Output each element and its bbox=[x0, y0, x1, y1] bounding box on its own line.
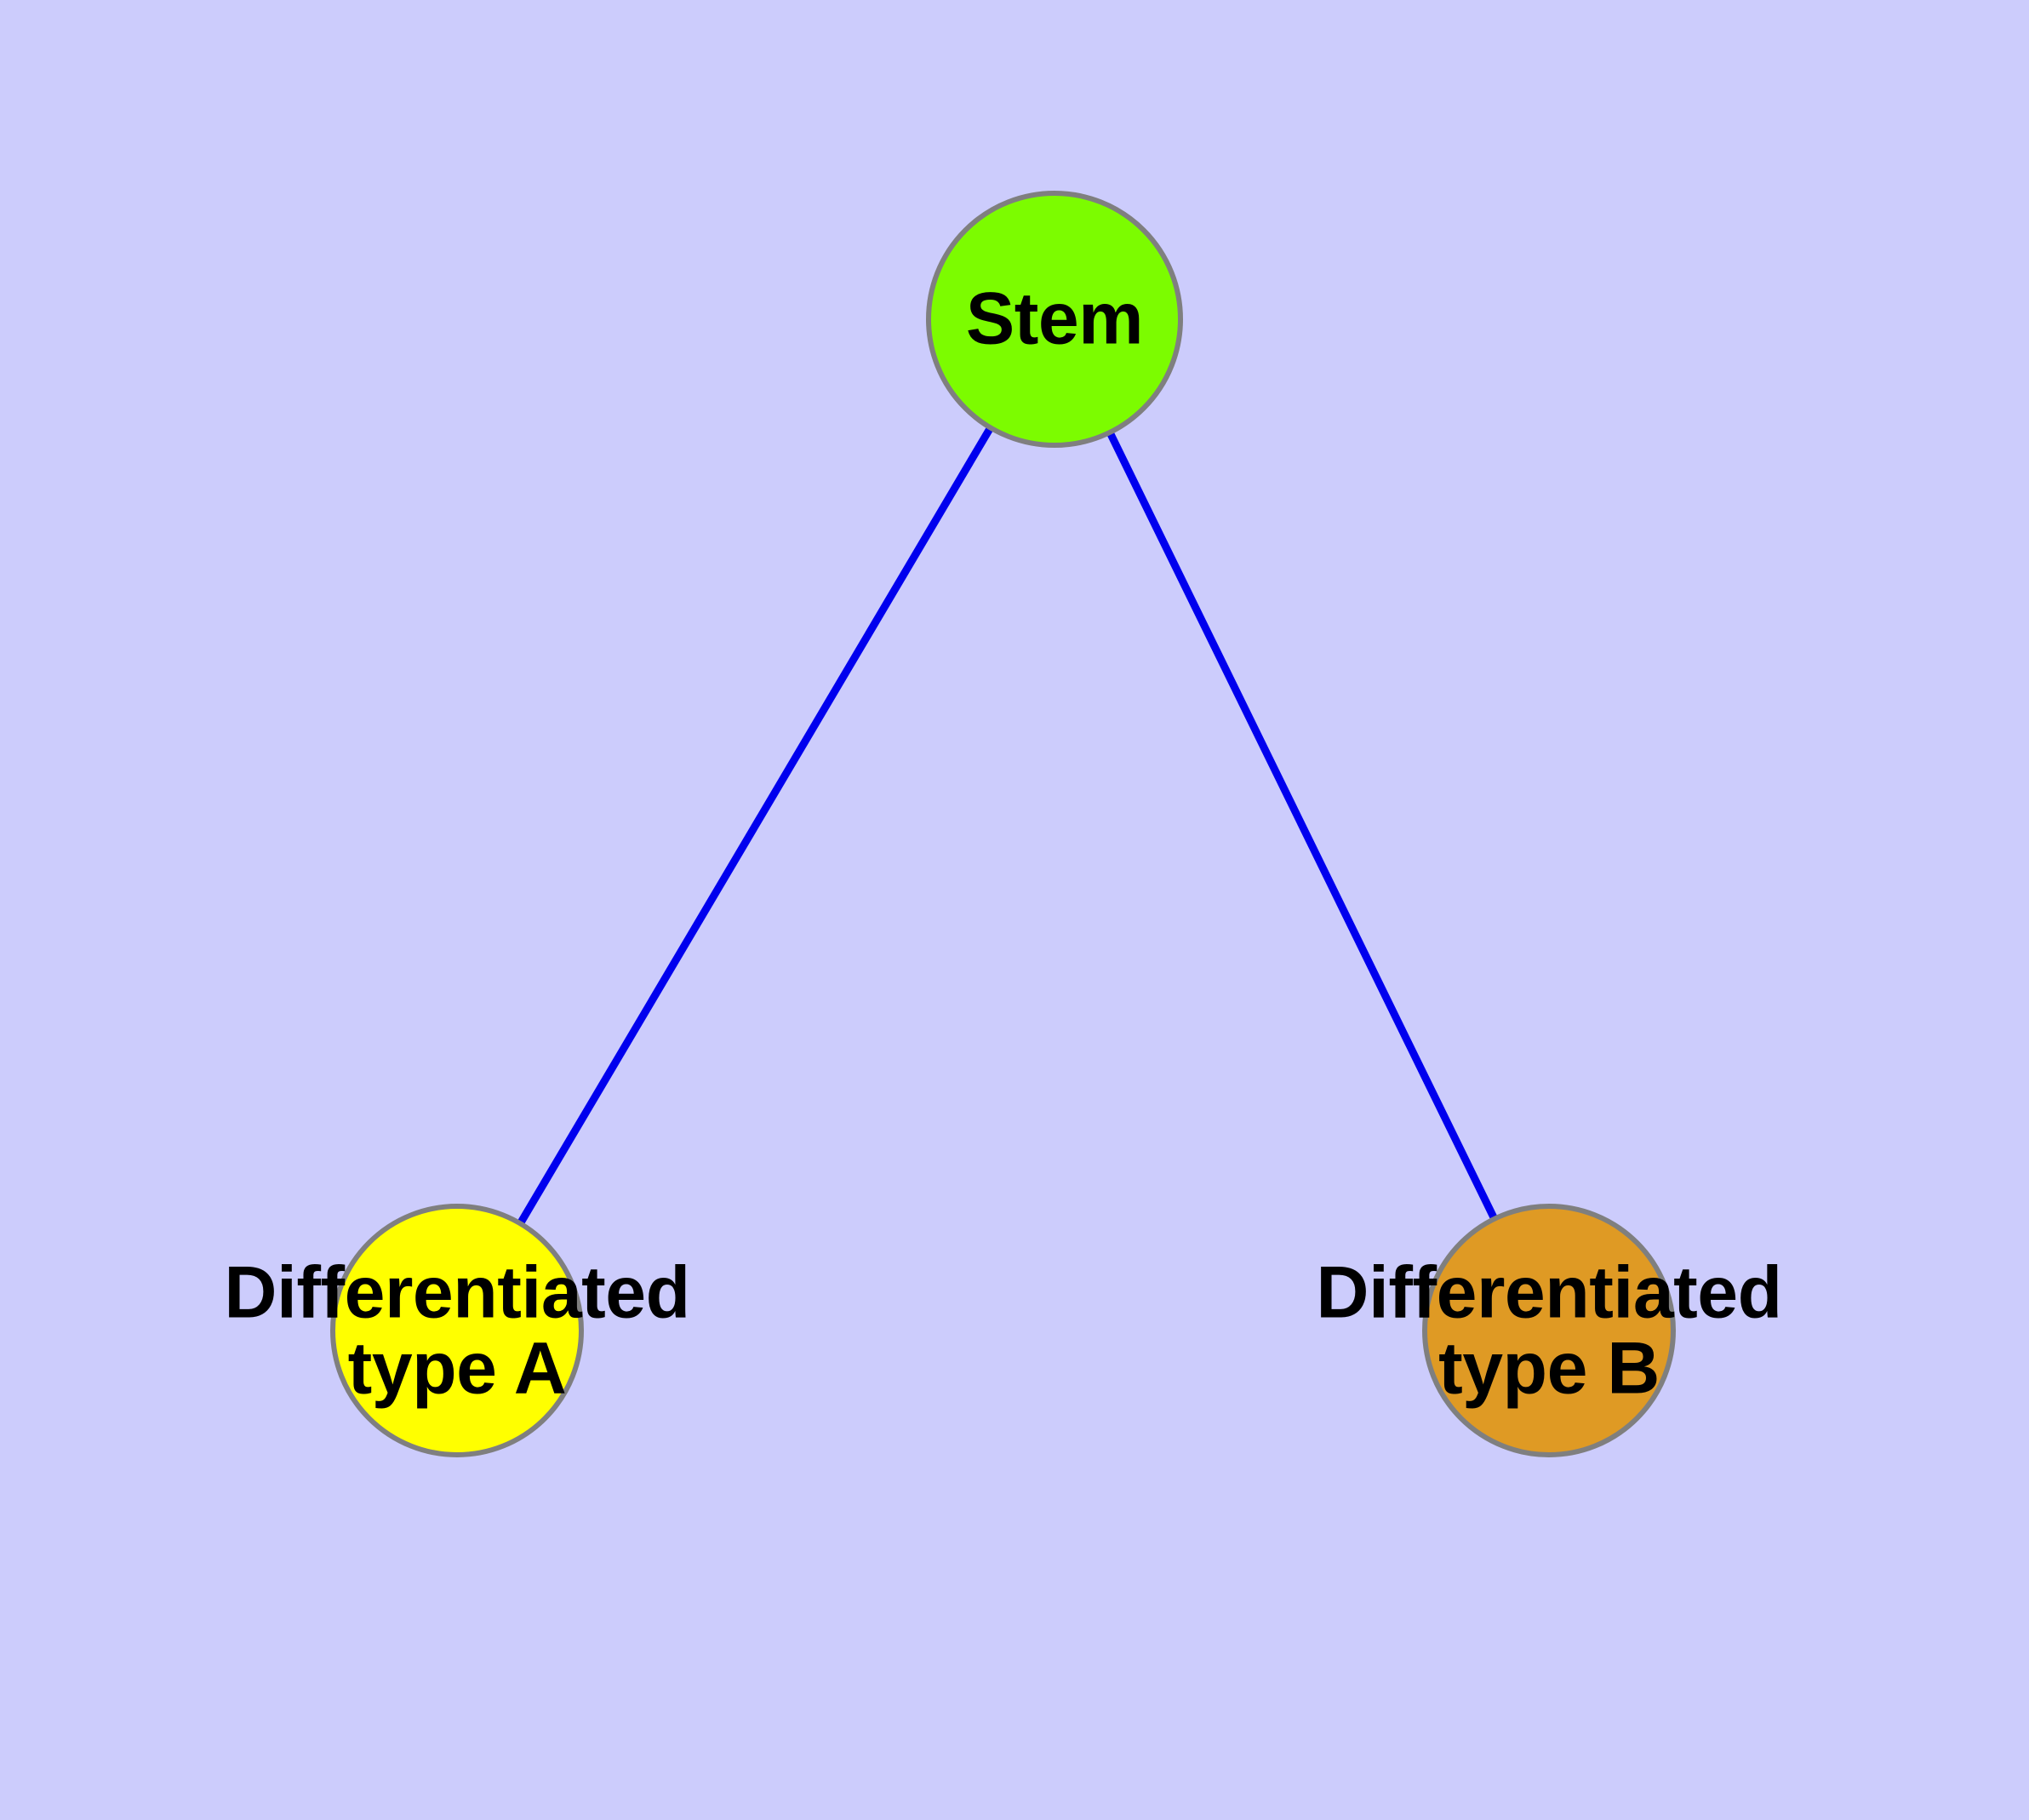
node-layer bbox=[330, 191, 1676, 1457]
graph-edge-stem-to-diff-b bbox=[1106, 430, 1498, 1221]
graph-node-stem[interactable] bbox=[926, 191, 1183, 448]
graph-node-diff-b[interactable] bbox=[1422, 1204, 1676, 1457]
edge-layer bbox=[517, 426, 1498, 1226]
graph-node-diff-a[interactable] bbox=[330, 1204, 584, 1457]
graph-edge-stem-to-diff-a bbox=[517, 426, 994, 1226]
